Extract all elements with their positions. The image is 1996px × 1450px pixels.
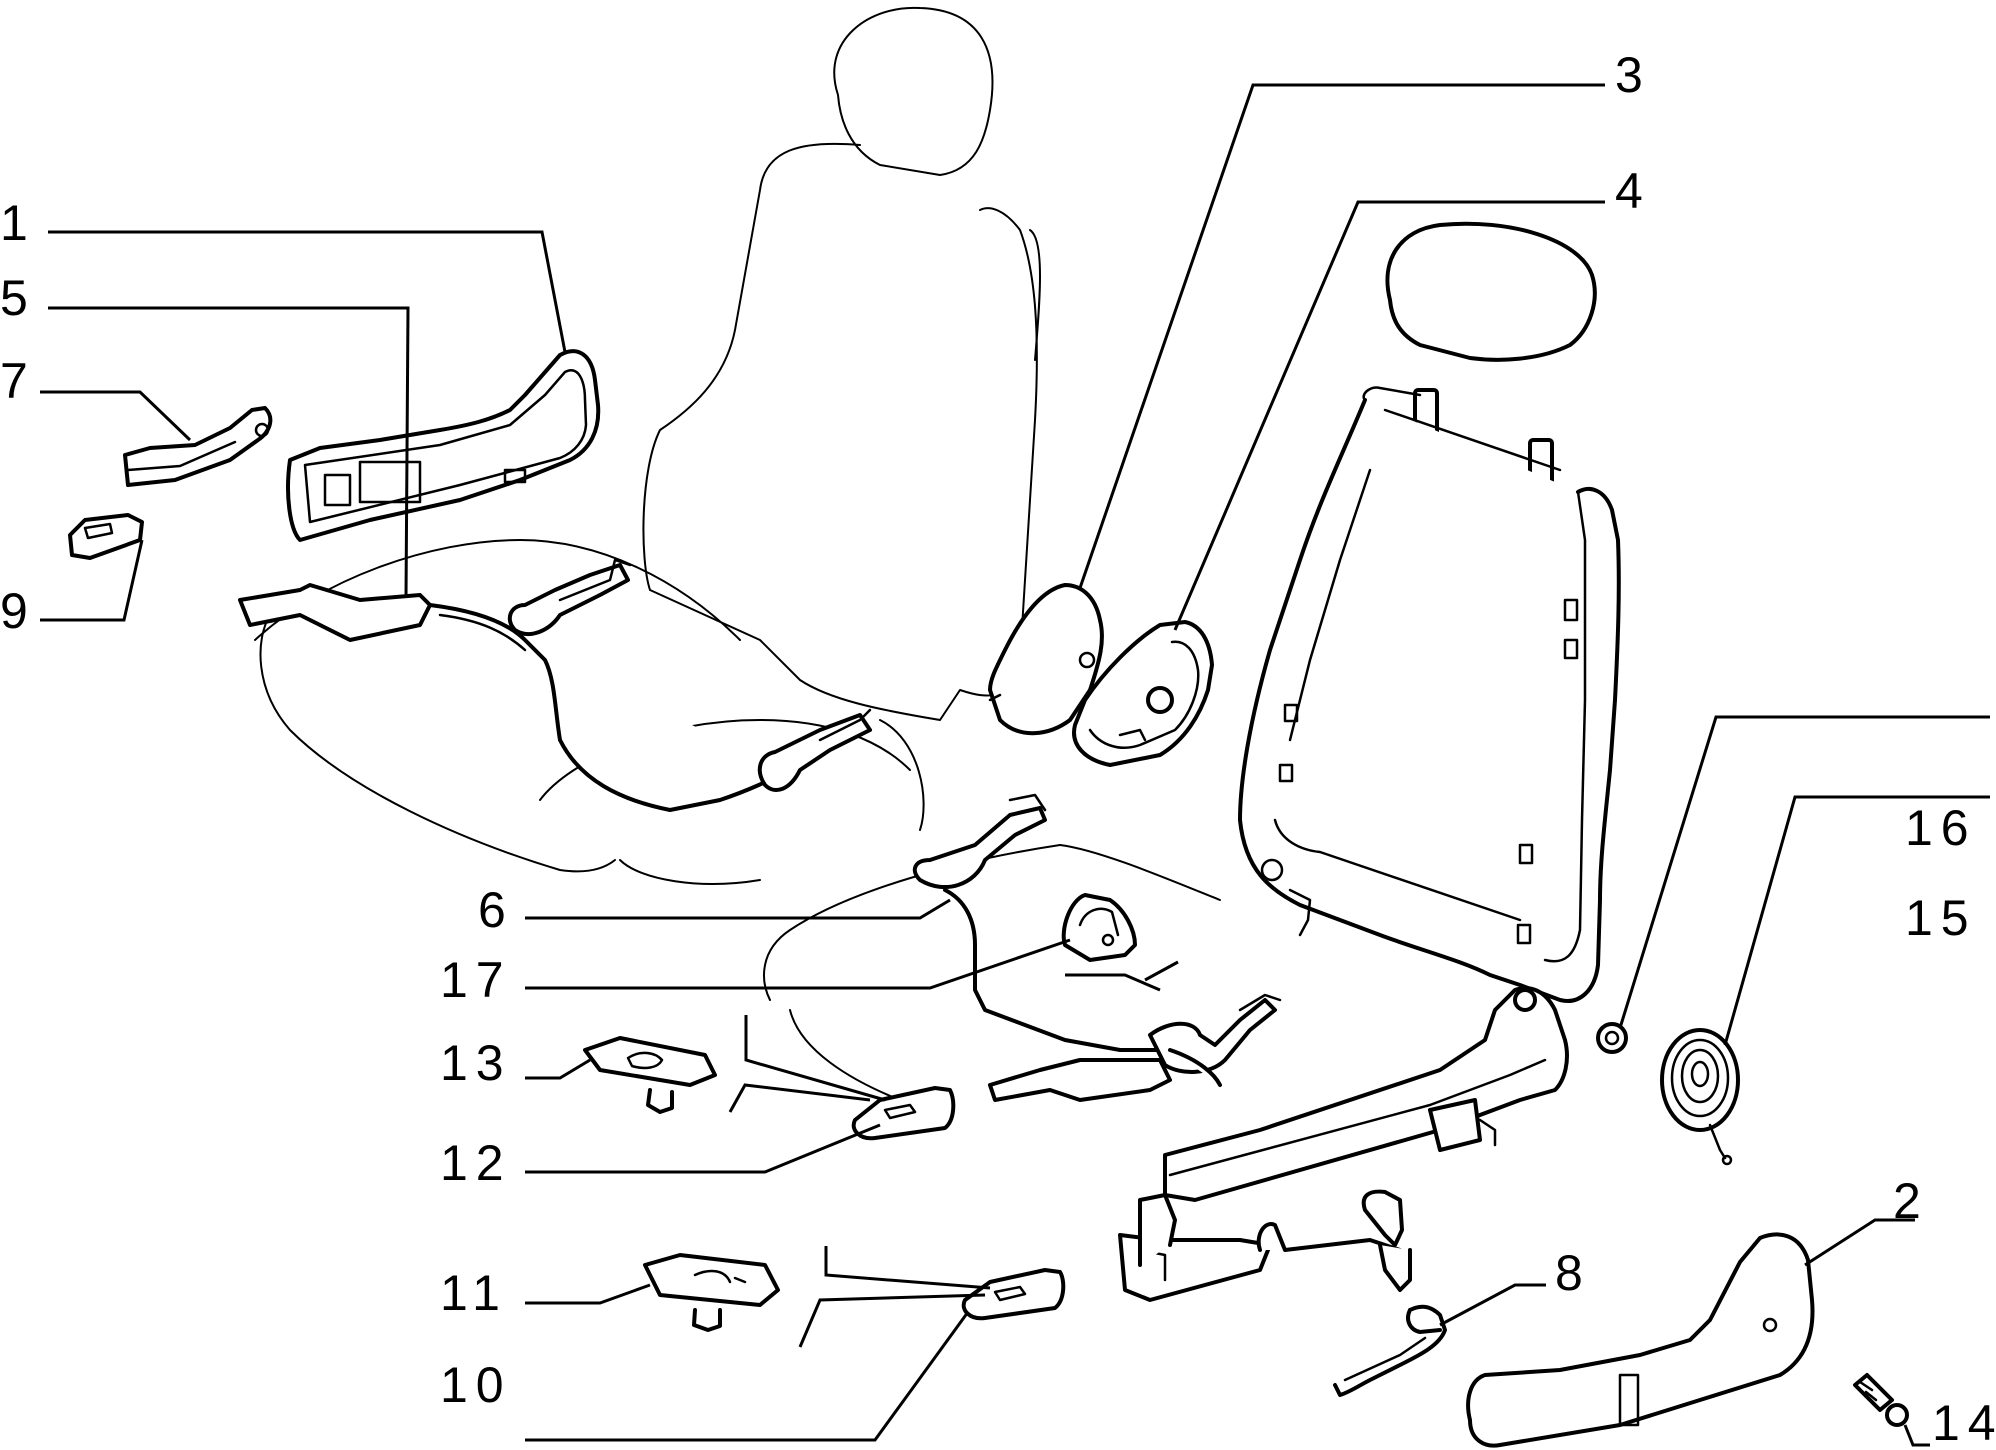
- callout-7: 7: [0, 353, 36, 409]
- part-5-frame-rod: [238, 558, 872, 812]
- callout-10: 10: [440, 1357, 512, 1413]
- leader-15: [1723, 795, 1990, 1046]
- leader-9: [40, 539, 144, 622]
- callout-1: 1: [0, 195, 36, 251]
- pointer-10b: [798, 1293, 986, 1348]
- callout-17: 17: [440, 952, 512, 1008]
- leader-1: [48, 230, 567, 353]
- callout-2: 2: [1893, 1173, 1929, 1229]
- part-17-bracket: [1061, 893, 1137, 962]
- leader-16: [1618, 715, 1990, 1029]
- leader-6: [525, 898, 951, 920]
- callout-8: 8: [1555, 1245, 1591, 1301]
- callout-5: 5: [0, 270, 36, 326]
- part-1-side-trim: [286, 349, 601, 542]
- part-15-spring: [1660, 1028, 1740, 1166]
- pointer-12a: [744, 1015, 886, 1102]
- callout-6: 6: [478, 882, 514, 938]
- callout-labels: 1 5 7 9 3 4 6 17 13 12 11 10 16 15 2 8 1…: [0, 47, 1996, 1450]
- leader-14: [1903, 1424, 1930, 1447]
- part-10-cap: [961, 1268, 1066, 1321]
- callout-9: 9: [0, 583, 36, 639]
- pointer-track-b: [1065, 973, 1161, 992]
- leader-8: [1439, 1283, 1546, 1327]
- leader-7: [40, 390, 192, 442]
- callout-16: 16: [1905, 800, 1977, 856]
- seat-back-frame: [1238, 221, 1621, 1003]
- part-7-lever: [123, 406, 273, 487]
- part-6-lower-rod: [912, 793, 1282, 1102]
- leader-17: [525, 938, 1071, 990]
- callout-11: 11: [440, 1265, 508, 1321]
- seat-track: [1118, 986, 1569, 1302]
- part-9-clip: [68, 513, 144, 560]
- leader-3: [1078, 83, 1605, 589]
- pointer-10a: [824, 1246, 991, 1290]
- leader-lines: [40, 83, 1990, 1447]
- callout-12: 12: [440, 1135, 512, 1191]
- callout-14: 14: [1932, 1395, 1996, 1450]
- leader-10: [525, 1311, 970, 1442]
- part-16-nut: [1596, 1022, 1628, 1054]
- part-3-cover: [988, 583, 1104, 736]
- part-8-lever: [1333, 1304, 1447, 1397]
- part-11-pad: [643, 1253, 780, 1332]
- callout-3: 3: [1615, 47, 1651, 103]
- leader-12: [525, 1123, 881, 1174]
- callout-13: 13: [440, 1035, 512, 1091]
- part-13-pad: [583, 1036, 717, 1114]
- callout-15: 15: [1905, 890, 1977, 946]
- leader-13: [525, 1058, 591, 1080]
- leader-11: [525, 1283, 651, 1305]
- part-2-side-trim: [1466, 1232, 1815, 1448]
- leader-2: [1804, 1218, 1915, 1267]
- part-4-recliner-cover: [1072, 620, 1214, 767]
- callout-4: 4: [1615, 163, 1651, 219]
- pointer-12b: [728, 1083, 871, 1113]
- pointer-track-a: [1144, 960, 1179, 982]
- leader-5: [48, 306, 410, 598]
- part-14-bolt: [1853, 1373, 1909, 1427]
- leader-4: [1173, 200, 1605, 631]
